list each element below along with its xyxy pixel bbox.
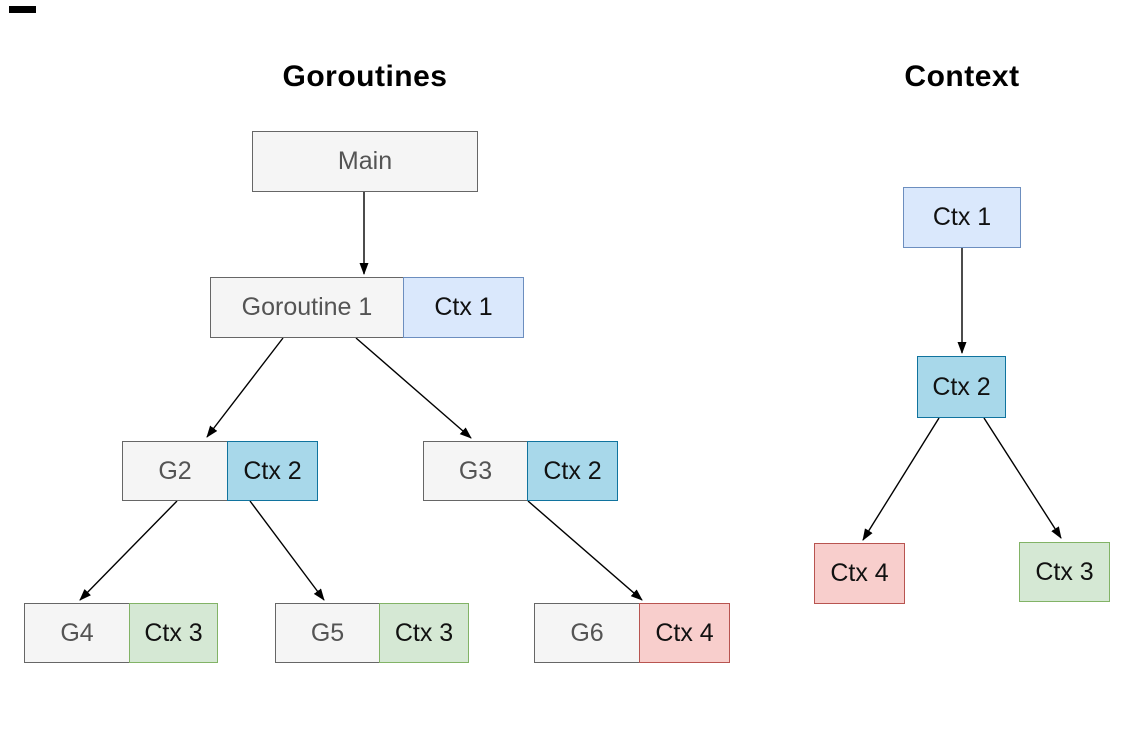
- context-title: Context: [904, 60, 1020, 93]
- context-node-ctx3: Ctx 3: [1019, 542, 1110, 602]
- goroutine-node-g6: G6: [534, 603, 640, 663]
- edge-g2-g5: [249, 500, 325, 601]
- context-node-ctx2: Ctx 2: [917, 356, 1006, 418]
- node-label: Ctx 4: [655, 618, 714, 647]
- node-label: Ctx 2: [543, 456, 602, 485]
- node-label: Ctx 4: [830, 559, 889, 587]
- node-label: Ctx 1: [932, 203, 992, 231]
- edge-g1-g3: [355, 337, 472, 439]
- context-node-ctx1: Ctx 1: [903, 187, 1021, 248]
- goroutine-node-g1: Goroutine 1: [210, 277, 404, 338]
- ctx-badge-g3-ctx2: Ctx 2: [527, 441, 618, 501]
- node-label: Ctx 2: [243, 456, 302, 485]
- edge-ctx2-ctx3: [983, 417, 1062, 539]
- node-label: Ctx 2: [932, 372, 991, 401]
- goroutine-node-g5: G5: [275, 603, 380, 663]
- node-label: Ctx 3: [144, 618, 203, 647]
- ctx-badge-g5-ctx3: Ctx 3: [379, 603, 469, 663]
- goroutine-node-g3: G3: [423, 441, 528, 501]
- ctx-badge-g1-ctx1: Ctx 1: [403, 277, 524, 338]
- screen-artifact: [9, 6, 36, 13]
- goroutine-node-g4: G4: [24, 603, 130, 663]
- goroutines-title: Goroutines: [282, 60, 448, 93]
- node-label: Main: [337, 147, 393, 175]
- node-label: Goroutine 1: [241, 293, 373, 321]
- edge-ctx2-ctx4: [862, 417, 940, 541]
- node-label: G4: [60, 618, 94, 647]
- node-label: Ctx 3: [1035, 557, 1094, 586]
- goroutine-node-main: Main: [252, 131, 478, 192]
- ctx-badge-g2-ctx2: Ctx 2: [227, 441, 318, 501]
- node-label: G6: [570, 618, 604, 647]
- node-label: G3: [458, 456, 493, 485]
- node-label: Ctx 3: [394, 618, 454, 647]
- edge-g3-g6: [527, 500, 643, 601]
- goroutine-node-g2: G2: [122, 441, 228, 501]
- node-label: Ctx 1: [434, 293, 493, 321]
- node-label: G2: [158, 456, 192, 485]
- edge-g2-g4: [79, 500, 178, 601]
- context-node-ctx4: Ctx 4: [814, 543, 905, 604]
- ctx-badge-g4-ctx3: Ctx 3: [129, 603, 218, 663]
- node-label: G5: [310, 618, 345, 647]
- edge-g1-g2: [206, 337, 284, 438]
- ctx-badge-g6-ctx4: Ctx 4: [639, 603, 730, 663]
